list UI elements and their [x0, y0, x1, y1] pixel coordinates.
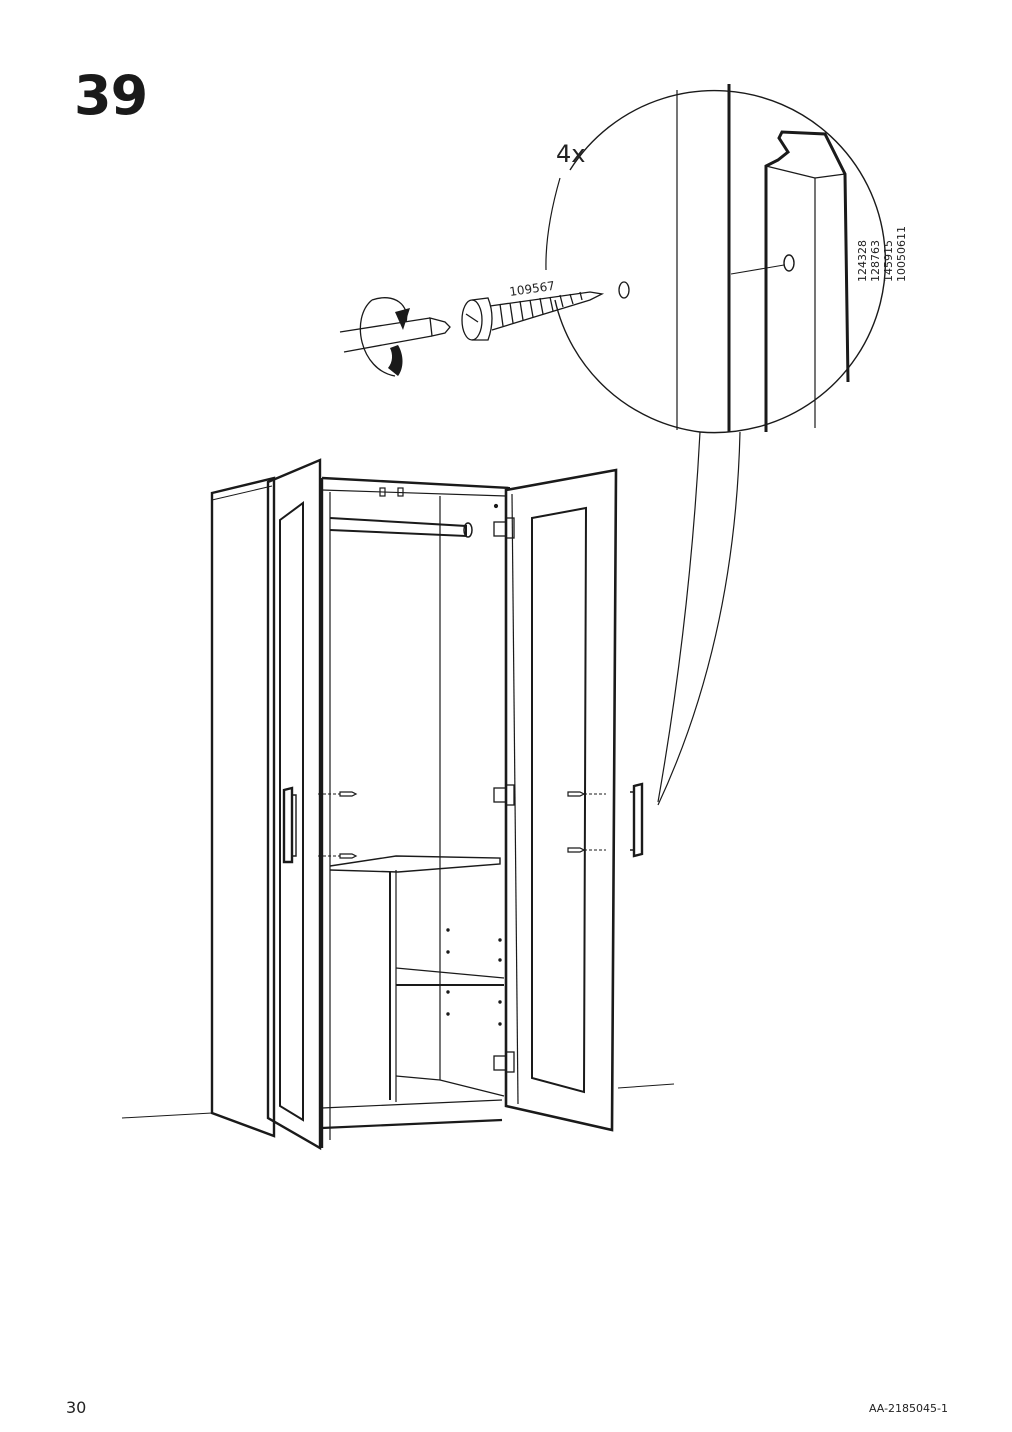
handle-icon [282, 786, 294, 864]
hinge-icon [493, 517, 515, 1073]
article-number: 124328 [856, 240, 869, 282]
screw-part-number: 109567 [508, 279, 555, 299]
article-number: 145915 [882, 240, 895, 282]
article-number: 10050611 [895, 226, 908, 282]
wardrobe-illustration [121, 458, 675, 1151]
article-numbers: 124328 128763 145915 10050611 [856, 226, 908, 282]
step-number: 39 [74, 64, 148, 127]
screw-icon [461, 281, 630, 341]
detail-magnifier [545, 84, 887, 806]
article-number: 128763 [869, 240, 882, 282]
document-code: AA-2185045-1 [868, 1402, 948, 1415]
rotation-arrow-icon [359, 297, 410, 377]
page-number: 30 [66, 1398, 87, 1417]
quantity-label: 4x [556, 140, 585, 168]
screwdriver-icon [339, 317, 451, 353]
handle-icon [632, 782, 644, 858]
